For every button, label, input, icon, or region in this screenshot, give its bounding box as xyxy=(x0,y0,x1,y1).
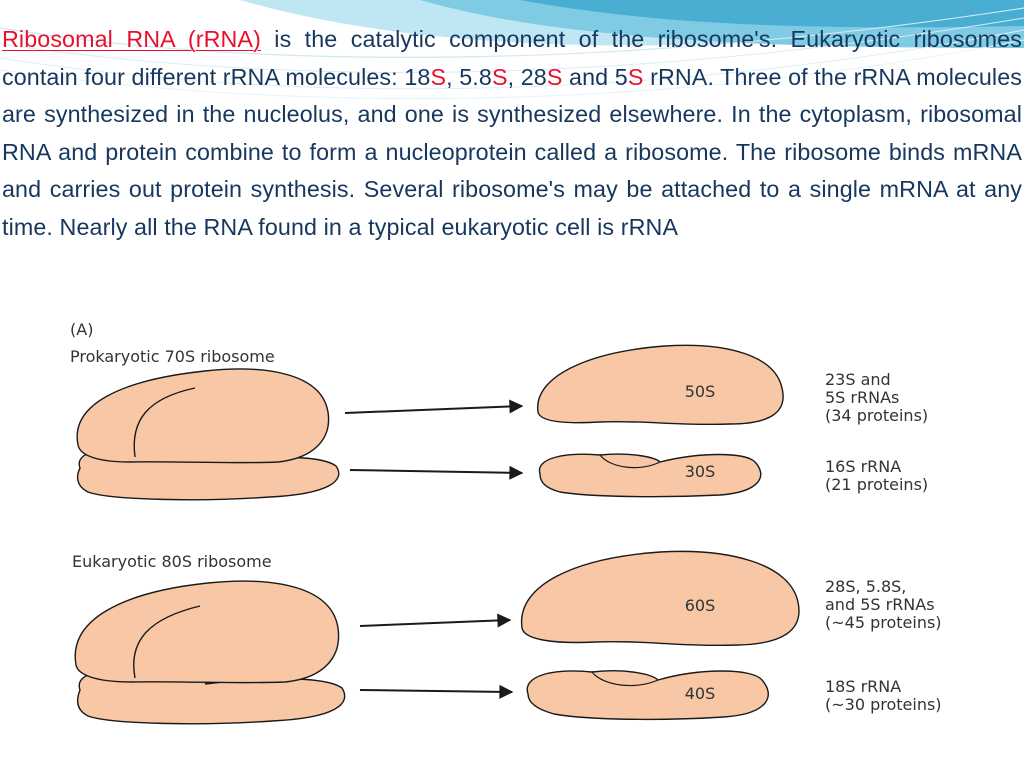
paragraph-text-2: , 5.8 xyxy=(446,63,492,90)
arrow-to-60s xyxy=(359,613,512,628)
description-paragraph: Ribosomal RNA (rRNA) is the catalytic co… xyxy=(2,21,1022,246)
desc-60s-line-3: (~45 proteins) xyxy=(825,613,942,632)
desc-40s-line-1: 18S rRNA xyxy=(825,677,901,696)
unit-s-28s: S xyxy=(546,63,563,90)
prokaryotic-title: Prokaryotic 70S ribosome xyxy=(70,347,275,366)
desc-50s-line-3: (34 proteins) xyxy=(825,406,928,425)
paragraph-text-4: and 5 xyxy=(562,63,628,90)
prokaryotic-50s-subunit: 50S xyxy=(537,344,784,426)
ribosome-diagram: (A) Prokaryotic 70S ribosome 50S 30S 23S… xyxy=(70,320,942,725)
subunit-label-40s: 40S xyxy=(685,684,716,703)
paragraph-text-1: is the catalytic component of the riboso… xyxy=(2,26,1022,90)
desc-40s-line-2: (~30 proteins) xyxy=(825,695,942,714)
prokaryotic-70s-ribosome xyxy=(76,368,340,501)
prokaryotic-30s-subunit: 30S xyxy=(538,453,762,498)
subunit-label-50s: 50S xyxy=(685,382,716,401)
subunit-label-60s: 60S xyxy=(685,596,716,615)
paragraph-text-5: rRNA. Three of the rRNA molecules are sy… xyxy=(2,63,1022,240)
desc-60s-line-2: and 5S rRNAs xyxy=(825,595,935,614)
paragraph-text-3: , 28 xyxy=(507,63,547,90)
eukaryotic-title: Eukaryotic 80S ribosome xyxy=(72,552,272,571)
eukaryotic-60s-subunit: 60S xyxy=(520,550,800,647)
arrow-to-40s xyxy=(359,684,514,699)
header-swoosh-decoration xyxy=(0,0,1024,100)
unit-s-5s: S xyxy=(627,63,644,90)
arrow-to-30s xyxy=(349,465,524,480)
eukaryotic-40s-subunit: 40S xyxy=(526,670,769,721)
desc-30s-line-1: 16S rRNA xyxy=(825,457,901,476)
unit-s-58s: S xyxy=(491,63,508,90)
panel-label: (A) xyxy=(70,320,93,339)
unit-s-18s: S xyxy=(430,63,447,90)
eukaryotic-80s-ribosome xyxy=(74,580,346,725)
desc-30s-line-2: (21 proteins) xyxy=(825,475,928,494)
eukaryotic-large-subunit-shape xyxy=(74,580,340,684)
desc-50s-line-2: 5S rRNAs xyxy=(825,388,899,407)
prokaryotic-large-subunit-shape xyxy=(76,368,330,464)
term-rrna: Ribosomal RNA (rRNA) xyxy=(2,26,261,52)
arrow-to-50s xyxy=(344,399,524,414)
desc-60s-line-1: 28S, 5.8S, xyxy=(825,577,906,596)
desc-50s-line-1: 23S and xyxy=(825,370,891,389)
subunit-label-30s: 30S xyxy=(685,462,716,481)
